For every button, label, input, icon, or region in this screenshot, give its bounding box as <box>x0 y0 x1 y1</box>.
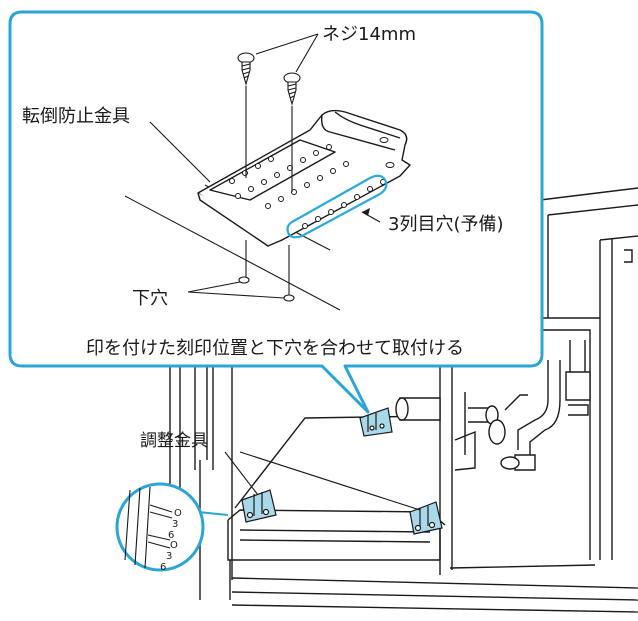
zoom-marking-2: 3 <box>172 519 178 530</box>
anti-tip-bracket <box>197 109 411 247</box>
zoom-marking-6: 6 <box>160 562 166 573</box>
third-row-label: 3列目穴(予備) <box>388 214 504 235</box>
adjust-bracket-left <box>241 489 277 523</box>
zoom-marking-3: 6 <box>168 530 174 541</box>
zoom-detail: O 3 6 O 3 6 <box>115 482 229 573</box>
adjust-bracket-label: 調整金具 <box>140 431 208 451</box>
screw-1 <box>237 52 255 178</box>
pilot-hole-label: 下穴 <box>132 288 168 309</box>
zoom-marking-4: O <box>170 540 178 551</box>
adjust-bracket-back <box>359 407 393 437</box>
screw-2 <box>283 72 301 192</box>
bracket-label: 転倒防止金具 <box>22 106 130 127</box>
instruction-text: 印を付けた刻印位置と下穴を合わせて取付ける <box>86 338 464 359</box>
adjust-bracket-right <box>409 501 443 535</box>
screw-label: ネジ14mm <box>322 24 416 45</box>
pilot-holes <box>238 240 295 302</box>
third-row-highlight <box>286 174 388 239</box>
zoom-marking-1: O <box>174 508 182 519</box>
third-row-arrow <box>362 208 370 216</box>
adjust-bracket-leader-lines <box>224 451 421 511</box>
zoom-marking-5: 3 <box>166 551 172 562</box>
